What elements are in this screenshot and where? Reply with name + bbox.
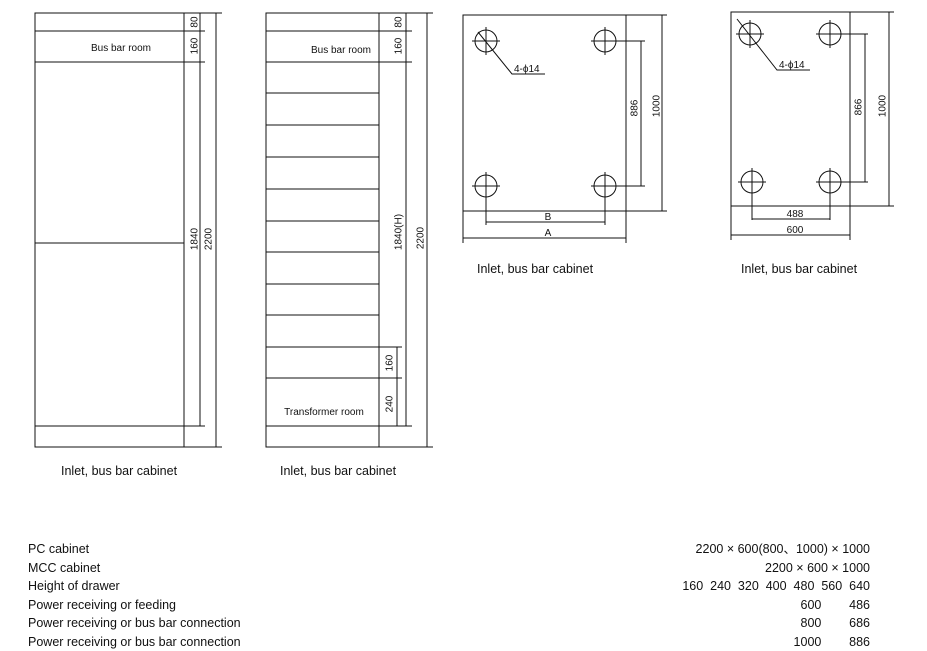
spec-table: PC cabinet 2200 × 600(800、1000) × 1000 M… <box>28 540 870 651</box>
spec-row: Power receiving or bus bar connection 10… <box>28 633 870 651</box>
dim-outer-width: A <box>545 228 552 239</box>
transformer-room-label: Transformer room <box>284 407 364 418</box>
elevation-1: Bus bar room 80 160 1840 2200 <box>35 13 222 447</box>
busbar-room-label: Bus bar room <box>311 45 371 56</box>
hole-label: 4-ϕ14 <box>779 60 805 71</box>
spec-row: Power receiving or bus bar connection 80… <box>28 614 870 633</box>
spec-value: 600 486 <box>801 596 871 615</box>
busbar-room-label: Bus bar room <box>91 43 151 54</box>
cabinet-outline <box>266 13 379 447</box>
spec-value: 2200 × 600 × 1000 <box>765 559 870 578</box>
spec-label: MCC cabinet <box>28 559 100 578</box>
dim-depth: 1000 <box>878 94 889 117</box>
base-outline <box>731 12 850 206</box>
spec-row: PC cabinet 2200 × 600(800、1000) × 1000 <box>28 540 870 559</box>
hole-label: 4-ϕ14 <box>514 64 540 75</box>
spec-label: PC cabinet <box>28 540 89 559</box>
dim-drawer-160: 160 <box>385 354 396 371</box>
dim-1840-h: 1840(H) <box>394 214 405 250</box>
spec-value: 2200 × 600(800、1000) × 1000 <box>696 540 870 559</box>
dim-outer-width: 600 <box>787 225 804 236</box>
cabinet-outline <box>35 13 184 447</box>
spec-value: 1000 886 <box>794 633 870 651</box>
dim-80: 80 <box>394 16 405 28</box>
spec-row: Power receiving or feeding 600 486 <box>28 596 870 615</box>
spec-label: Power receiving or feeding <box>28 596 176 615</box>
plan-2-caption: Inlet, bus bar cabinet <box>741 262 857 276</box>
elevation-2: Bus bar room Transformer room 80 160 184… <box>266 13 433 447</box>
spec-row: MCC cabinet 2200 × 600 × 1000 <box>28 559 870 578</box>
spec-label: Power receiving or bus bar connection <box>28 614 241 633</box>
dim-2200: 2200 <box>416 226 427 249</box>
dim-inner-width: B <box>545 212 552 223</box>
spec-label: Height of drawer <box>28 577 120 596</box>
dim-160: 160 <box>190 37 201 54</box>
dim-160: 160 <box>394 37 405 54</box>
spec-value: 800 686 <box>801 614 871 633</box>
plan-view-1: 4-ϕ14 886 1000 B A <box>463 15 667 243</box>
dim-hole-spacing: 866 <box>854 98 865 115</box>
spec-label: Power receiving or bus bar connection <box>28 633 241 651</box>
spec-value: 160 240 320 400 480 560 640 <box>682 577 870 596</box>
dim-2200: 2200 <box>204 227 215 250</box>
dim-80: 80 <box>190 16 201 28</box>
elevation-1-caption: Inlet, bus bar cabinet <box>61 464 177 478</box>
dim-1840: 1840 <box>190 227 201 250</box>
plan-view-2: 4-ϕ14 866 1000 488 600 <box>731 12 894 240</box>
plan-1-caption: Inlet, bus bar cabinet <box>477 262 593 276</box>
dim-transformer-240: 240 <box>385 395 396 412</box>
dim-inner-width: 488 <box>787 209 804 220</box>
dim-hole-spacing: 886 <box>630 99 641 116</box>
elevation-2-caption: Inlet, bus bar cabinet <box>280 464 396 478</box>
dim-depth: 1000 <box>652 94 663 117</box>
spec-row: Height of drawer 160 240 320 400 480 560… <box>28 577 870 596</box>
